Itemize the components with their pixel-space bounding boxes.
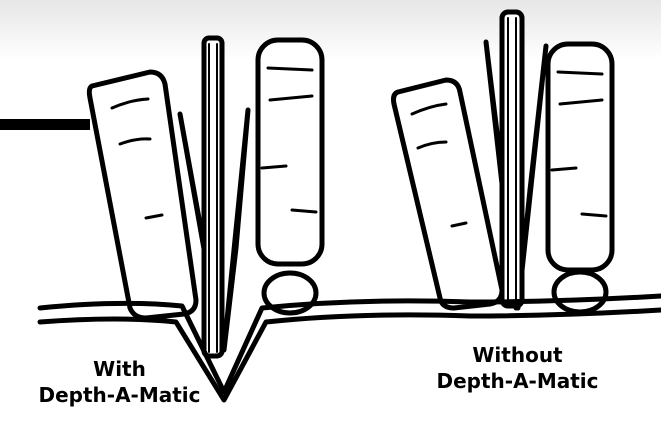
without-label-line-1: Without: [405, 342, 630, 368]
without-depth-a-matic-label: Without Depth-A-Matic: [405, 342, 630, 394]
pointer-bar: [0, 119, 90, 130]
with-label-line-2: Depth-A-Matic: [12, 382, 227, 408]
right-gauge-wheel-2: [548, 44, 612, 270]
left-gauge-wheel-2: [258, 40, 322, 264]
with-label-line-1: With: [12, 356, 227, 382]
right-press-wheel: [554, 272, 606, 312]
without-label-line-2: Depth-A-Matic: [405, 368, 630, 394]
with-depth-a-matic-label: With Depth-A-Matic: [12, 356, 227, 408]
